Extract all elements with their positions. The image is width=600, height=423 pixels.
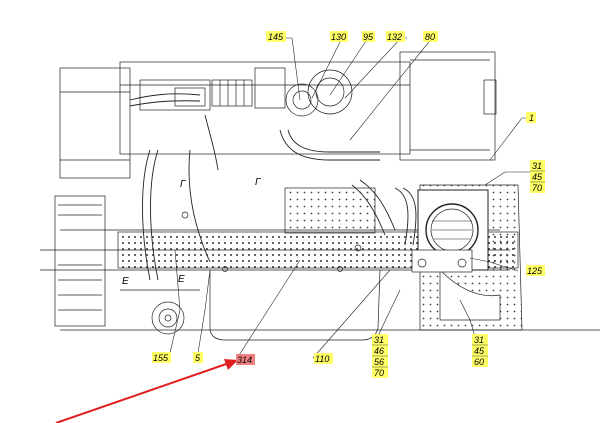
callouts: 145 130 95 132 80 1 31 45 70 <box>152 31 545 378</box>
engine-block <box>119 51 497 161</box>
callout-125[interactable]: 125 <box>526 265 545 276</box>
section-mark-g1: Г <box>180 179 187 190</box>
callout-145[interactable]: 145 <box>266 31 286 42</box>
pulley <box>151 301 185 335</box>
stack-bottom-right-1: 45 <box>474 346 485 356</box>
callout-1[interactable]: 1 <box>526 112 536 123</box>
stack-right-top-0: 31 <box>532 161 542 171</box>
callout-stack-bottom-right[interactable]: 31 45 60 <box>472 334 488 367</box>
stack-bottom-mid-1: 46 <box>374 346 384 356</box>
callout-95-label: 95 <box>363 32 374 42</box>
filter-unit <box>411 189 489 273</box>
callout-5[interactable]: 5 <box>193 352 203 363</box>
callout-5-label: 5 <box>195 353 201 363</box>
stack-right-top-1: 45 <box>532 172 543 182</box>
callout-80-label: 80 <box>425 32 435 42</box>
stack-bottom-right-2: 60 <box>474 357 484 367</box>
callout-132[interactable]: 132 <box>386 31 405 42</box>
callout-314-label: 314 <box>237 355 252 365</box>
perforated-plate-upper <box>284 187 376 234</box>
section-mark-e2: Е <box>178 274 185 285</box>
section-mark-e1: Е <box>122 276 129 287</box>
callout-stack-right-top[interactable]: 31 45 70 <box>530 160 545 193</box>
callout-145-label: 145 <box>268 32 284 42</box>
callout-132-label: 132 <box>387 32 402 42</box>
section-marks: Г Г Е Е <box>122 177 262 287</box>
section-mark-g2: Г <box>255 177 262 188</box>
stack-bottom-mid-2: 56 <box>374 357 384 367</box>
callout-80[interactable]: 80 <box>423 31 438 42</box>
pointer-arrow <box>55 359 238 423</box>
callout-155[interactable]: 155 <box>152 352 171 363</box>
callout-95[interactable]: 95 <box>362 31 375 42</box>
callout-130-label: 130 <box>331 32 346 42</box>
callout-110-label: 110 <box>315 354 329 364</box>
callout-155-label: 155 <box>153 353 169 363</box>
air-filter-housing <box>54 67 131 327</box>
callout-110[interactable]: 110 <box>314 353 333 364</box>
stack-bottom-right-0: 31 <box>474 335 484 345</box>
stack-bottom-mid-0: 31 <box>374 335 384 345</box>
callout-stack-bottom-mid[interactable]: 31 46 56 70 <box>372 334 388 378</box>
callout-125-label: 125 <box>527 266 543 276</box>
callout-1-label: 1 <box>529 113 534 123</box>
callout-314[interactable]: 314 <box>236 354 255 365</box>
callout-130[interactable]: 130 <box>330 31 348 42</box>
stack-bottom-mid-3: 70 <box>374 368 384 378</box>
stack-right-top-2: 70 <box>532 183 542 193</box>
